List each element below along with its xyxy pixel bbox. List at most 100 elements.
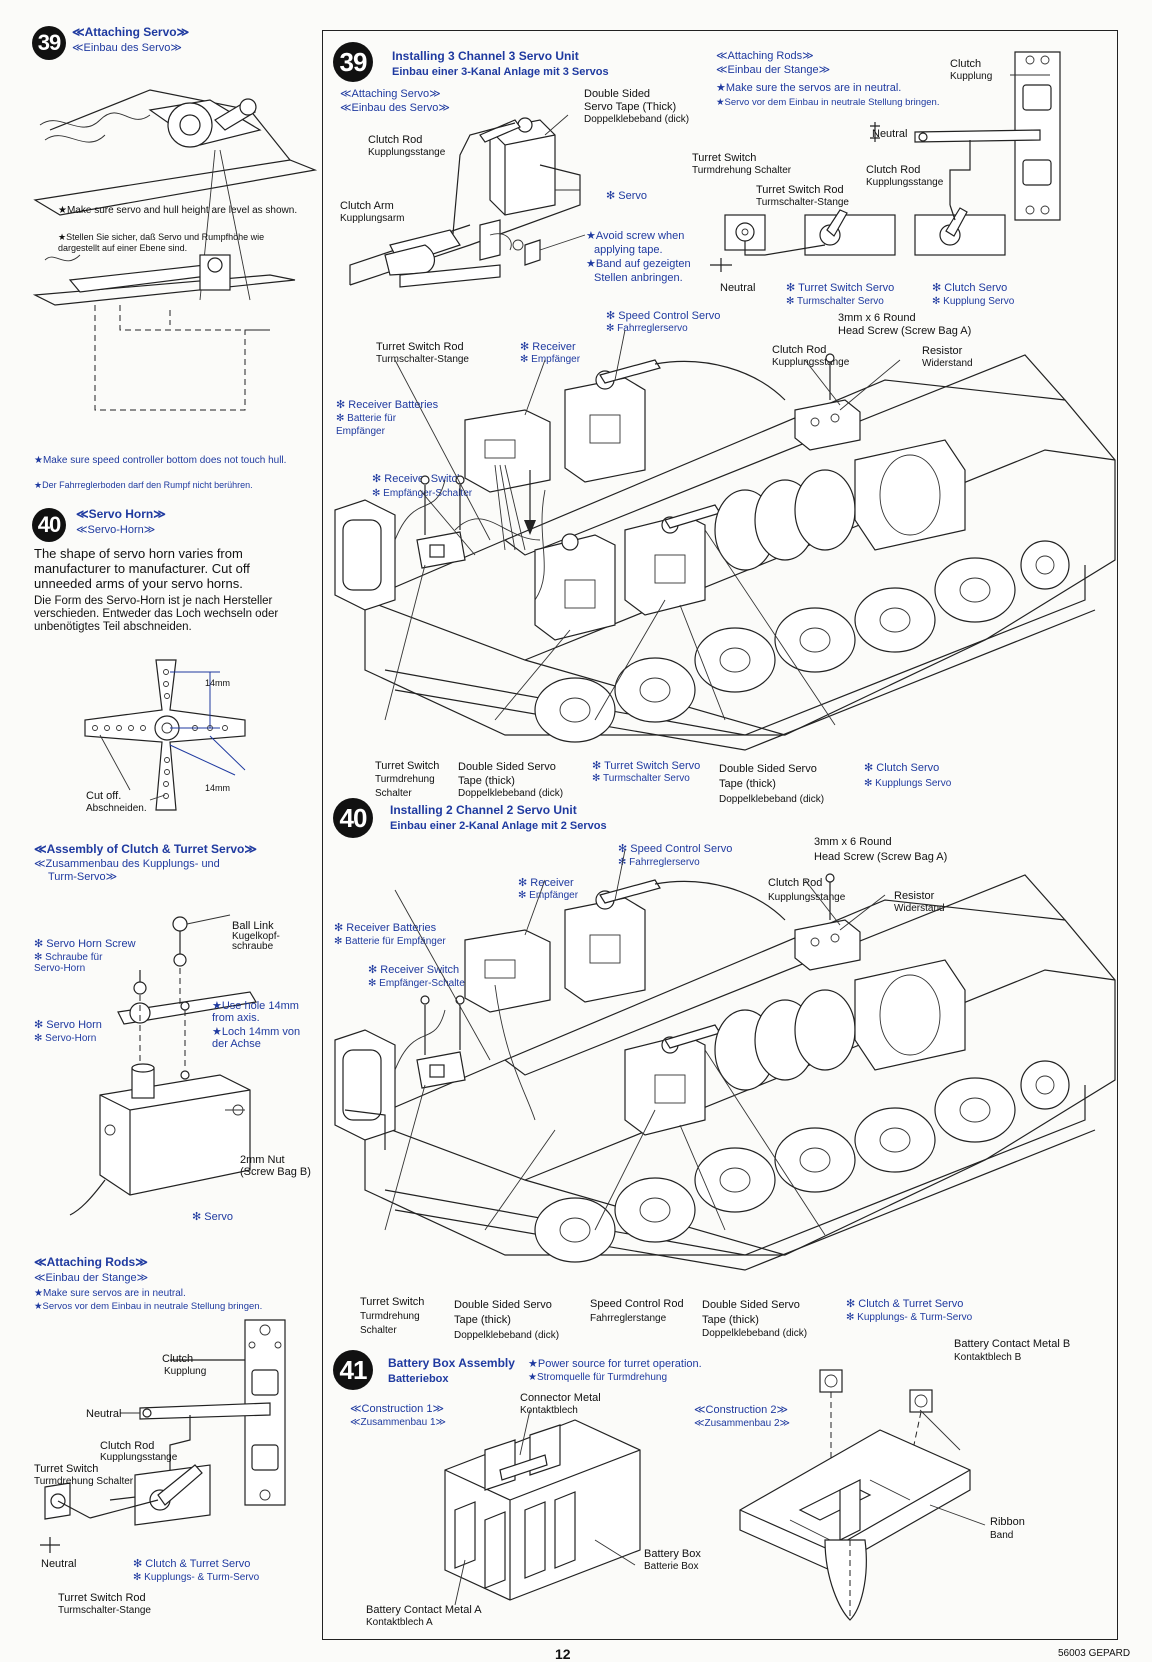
s40-speed-servo-de: ✻ Fahrreglerservo <box>618 857 700 868</box>
resistor-label: Resistor <box>922 345 963 357</box>
rods-right-clutch-rod: Clutch Rod <box>866 164 921 176</box>
assembly-title-de1: ≪Zusammenbau des Kupplungs- und <box>34 858 220 870</box>
step-40-title-de: ≪Servo-Horn≫ <box>76 524 156 536</box>
s40-b-dst-de: Doppelklebeband (dick) <box>454 1330 560 1341</box>
rods-right-title: ≪Attaching Rods≫ <box>716 50 814 62</box>
s40-screw-2: Head Screw (Screw Bag A) <box>814 851 948 863</box>
cut-off-label: Cut off. <box>86 790 122 802</box>
b-ts-label-de: Turmdrehung Schalter <box>375 774 435 799</box>
rods-servo-label: ✻ Clutch & Turret Servo <box>133 1558 251 1570</box>
step-39-note2: ★Make sure speed controller bottom does … <box>34 455 287 466</box>
batteries-label-de: ✻ Batterie für Empfänger <box>336 413 397 437</box>
battery-box-construction-1 <box>444 1409 641 1606</box>
rods-right-title-de: ≪Einbau der Stange≫ <box>716 64 831 76</box>
step-40-badge: 40 <box>32 508 66 542</box>
s40-b-cts-de: ✻ Kupplungs- & Turm-Servo <box>846 1312 973 1323</box>
tank-hull-3ch-drawing <box>334 329 1116 751</box>
s40-batteries: ✻ Receiver Batteries <box>334 922 437 934</box>
con1-label: ≪Construction 1≫ <box>350 1403 444 1415</box>
speed-servo-label-de: ✻ Fahrreglerservo <box>606 323 688 334</box>
rods-right-turret-switch-de: Turmdrehung Schalter <box>692 165 792 176</box>
rods-right-clutch-de: Kupplung <box>950 71 993 82</box>
connector-label: Connector Metal <box>520 1392 601 1404</box>
s40-clutch-rod-de: Kupplungsstange <box>768 892 846 903</box>
tank-hull-2ch-drawing <box>334 849 1116 1271</box>
step-41-power: ★Power source for turret operation. <box>528 1358 702 1370</box>
avoid-note-de-1: ★Band auf gezeigten <box>586 258 691 270</box>
s40-rswitch: ✻ Receiver Switch <box>368 964 460 976</box>
nut-bag-label: (Screw Bag B) <box>240 1166 311 1178</box>
rods-right-note-de: ★Servo vor dem Einbau in neutrale Stellu… <box>716 97 940 108</box>
step-39-note1-de: ★Stellen Sie sicher, daß Servo und Rumpf… <box>58 232 265 253</box>
servo-label-right: ✻ Servo <box>606 190 648 202</box>
use-hole-note: ★Use hole 14mm from axis. <box>212 1000 299 1024</box>
rods-neutral-label-2: Neutral <box>41 1558 77 1570</box>
rods-turret-switch-label: Turret Switch <box>34 1463 99 1475</box>
screw-label-2: Head Screw (Screw Bag A) <box>838 325 972 337</box>
b-tss-label-de: ✻ Turmschalter Servo <box>592 773 690 784</box>
step-39-title: ≪Attaching Servo≫ <box>72 25 190 39</box>
clutch-arm-label: Clutch Arm <box>340 200 394 212</box>
clutch-rod3-label-de: Kupplungsstange <box>772 357 850 368</box>
step-39-note1: ★Make sure servo and hull height are lev… <box>58 205 298 216</box>
step-39-right-badge: 39 <box>333 42 373 82</box>
dst-label: Double Sided <box>584 88 651 100</box>
b-dst2-label: Double Sided Servo Tape (thick) <box>719 763 817 790</box>
rods-right-switch-rod-de: Turmschalter-Stange <box>756 197 849 208</box>
bcma-label: Battery Contact Metal A <box>366 1604 482 1616</box>
dst-label-de: Doppelklebeband (dick) <box>584 114 690 125</box>
rods-right-note: ★Make sure the servos are in neutral. <box>716 82 902 94</box>
rods-note-de: ★Servos vor dem Einbau in neutrale Stell… <box>34 1301 263 1312</box>
s40-b-ts: Turret Switch <box>360 1296 425 1308</box>
rods-drawing-left <box>40 1319 286 1553</box>
b-dst-label-de: Doppelklebeband (dick) <box>458 788 564 799</box>
s40-receiver-de: ✻ Empfänger <box>518 890 579 901</box>
s40-resistor-de: Widerstand <box>894 903 945 914</box>
clutch-arm-label-de: Kupplungsarm <box>340 213 405 224</box>
horn-dim-1: 14mm <box>205 678 231 688</box>
step-40-right-title: Installing 2 Channel 2 Servo Unit <box>390 803 577 817</box>
b-cs-label-de: ✻ Kupplungs Servo <box>864 778 952 789</box>
ball-link-label: Ball Link <box>232 920 274 932</box>
servo-label: ✻ Servo <box>192 1211 234 1223</box>
rods-right-switch-rod: Turret Switch Rod <box>756 184 844 196</box>
s40-b-sr-de: Fahrreglerstange <box>590 1313 667 1324</box>
servo-unit-small-drawing <box>349 114 586 288</box>
s40-batteries-de: ✻ Batterie für Empfänger <box>334 936 446 947</box>
step-40-right-badge: 40 <box>333 798 373 838</box>
battery-box-construction-2 <box>739 1369 986 1621</box>
step-39-right-title-de: Einbau einer 3-Kanal Anlage mit 3 Servos <box>392 66 609 78</box>
step-40-title: ≪Servo Horn≫ <box>76 507 166 521</box>
rods-neutral-label: Neutral <box>86 1408 122 1420</box>
rods-turret-switch-label-de: Turmdrehung Schalter <box>34 1476 134 1487</box>
s40-b-dst: Double Sided Servo Tape (thick) <box>454 1299 552 1326</box>
battery-box-label-de: Batterie Box <box>644 1561 699 1572</box>
tsr-label: Turret Switch Rod <box>376 341 464 353</box>
right-panel <box>322 30 1118 1640</box>
page-number: 12 <box>555 1646 571 1662</box>
rods-right-clutch-rod-de: Kupplungsstange <box>866 177 944 188</box>
rods-title-de: ≪Einbau der Stange≫ <box>34 1272 149 1284</box>
avoid-note-de-2: Stellen anbringen. <box>594 272 683 284</box>
resistor-label-de: Widerstand <box>922 358 973 369</box>
rods-clutch-label: Clutch <box>162 1353 194 1365</box>
step-39-right-title: Installing 3 Channel 3 Servo Unit <box>392 49 579 63</box>
s40-rswitch-de: ✻ Empfänger-Schalter <box>368 978 469 989</box>
s40-b-dst2-de: Doppelklebeband (dick) <box>702 1328 808 1339</box>
step-39-badge: 39 <box>32 26 66 60</box>
attaching-servo-label: ≪Attaching Servo≫ <box>340 88 441 100</box>
step-39-title-de: ≪Einbau des Servo≫ <box>72 42 182 54</box>
b-cs-label: ✻ Clutch Servo <box>864 762 940 774</box>
b-tss-label: ✻ Turret Switch Servo <box>592 760 701 772</box>
servo-horn-drawing <box>84 659 246 811</box>
b-dst2-label-de: Doppelklebeband (dick) <box>719 794 825 805</box>
clutch-rod-label-de: Kupplungsstange <box>368 147 446 158</box>
rods-drawing-right <box>710 51 1061 272</box>
cut-off-label-de: Abschneiden. <box>86 803 147 814</box>
step-40-para: The shape of servo horn varies from manu… <box>34 546 250 591</box>
assembly-title: ≪Assembly of Clutch & Turret Servo≫ <box>34 842 257 856</box>
ribbon-label: Ribbon <box>990 1516 1025 1528</box>
s40-b-dst2: Double Sided Servo Tape (thick) <box>702 1299 800 1326</box>
bcmb-label: Battery Contact Metal B <box>954 1338 1071 1350</box>
cl-servo-label-de: ✻ Kupplung Servo <box>932 296 1015 307</box>
